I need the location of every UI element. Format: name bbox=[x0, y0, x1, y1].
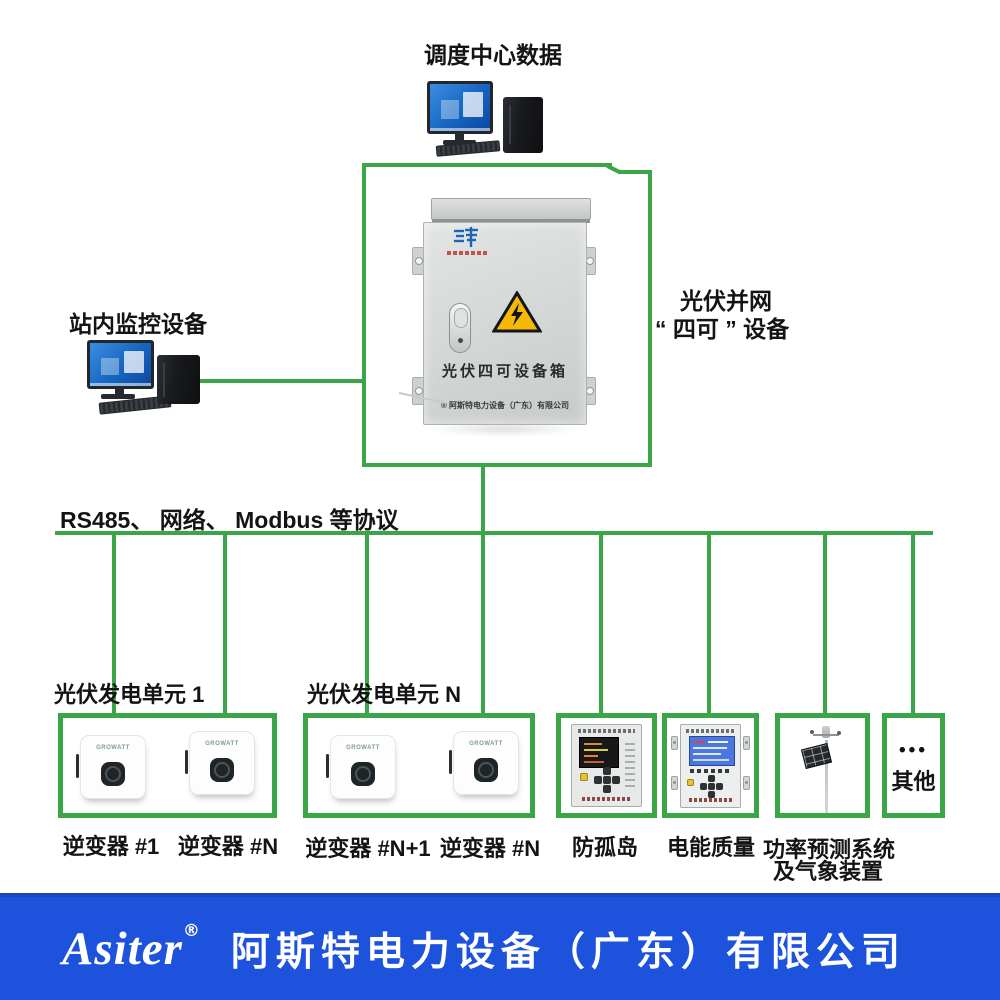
drop-line-inverter1 bbox=[112, 533, 116, 713]
monitor-base bbox=[101, 394, 135, 399]
bus-line bbox=[55, 531, 933, 535]
drop-line-inverter2 bbox=[223, 533, 227, 713]
drop-line-inverter3 bbox=[365, 533, 369, 713]
cabinet-frame-left bbox=[362, 163, 366, 467]
warning-triangle-icon bbox=[492, 291, 542, 333]
monitor-icon bbox=[87, 340, 154, 389]
registered-mark: ® bbox=[182, 921, 201, 941]
ellipsis-dots: ••• bbox=[899, 740, 928, 761]
others-box: ••• 其他 bbox=[882, 713, 945, 818]
drop-line-power-quality bbox=[707, 533, 711, 713]
brand-logo-text: Asiter® bbox=[62, 921, 201, 975]
protocol-label: RS485、 网络、 Modbus 等协议 bbox=[60, 507, 399, 533]
power-forecast-label-line2: 及气象装置 bbox=[772, 859, 884, 884]
inverter-dial bbox=[351, 762, 375, 786]
inverter-dial bbox=[210, 758, 234, 782]
cabinet-frame-top bbox=[362, 163, 612, 167]
inverter-dial bbox=[101, 762, 125, 786]
monitor-screen bbox=[90, 343, 151, 386]
rain-gauge-sensor bbox=[822, 726, 830, 738]
cabinet-roof bbox=[431, 198, 591, 223]
station-to-cabinet-line bbox=[200, 379, 362, 383]
cabinet-frame-right bbox=[648, 170, 652, 467]
monitor-icon bbox=[427, 81, 493, 134]
dispatch-center-label: 调度中心数据 bbox=[424, 42, 562, 68]
lock-handle-icon bbox=[449, 303, 471, 353]
drop-line-anti-islanding bbox=[599, 533, 603, 713]
pv-unit-1-label: 光伏发电单元 1 bbox=[54, 682, 205, 707]
others-label: 其他 bbox=[891, 769, 936, 794]
cabinet-shadow bbox=[428, 422, 580, 436]
relay-confirm-button bbox=[580, 773, 588, 781]
logo-caption-red-text bbox=[447, 251, 487, 255]
cabinet-plate-title: 光伏四可设备箱 bbox=[441, 363, 569, 380]
anti-islanding-box bbox=[556, 713, 657, 818]
power-quality-label: 电能质量 bbox=[666, 835, 756, 860]
inverter-1-label: 逆变器 #1 bbox=[62, 834, 160, 859]
monitor-stand bbox=[455, 133, 464, 141]
pc-tower-icon bbox=[157, 355, 200, 404]
inverter-device: GROWATT bbox=[185, 731, 255, 795]
inverter-device: GROWATT bbox=[326, 735, 396, 799]
power-quality-device bbox=[680, 724, 741, 808]
weather-pole bbox=[825, 740, 828, 813]
monitor-screen bbox=[430, 84, 490, 131]
cabinet-to-bus-line bbox=[481, 466, 485, 533]
drop-line-inverter4 bbox=[481, 533, 485, 713]
inverter-n-label: 逆变器 #N bbox=[177, 834, 279, 859]
cabinet-plate-company: ® 阿斯特电力设备（广东）有限公司 bbox=[440, 401, 570, 410]
inverter-n2-label: 逆变器 #N bbox=[439, 836, 541, 861]
pc-tower-icon bbox=[503, 97, 543, 153]
china-southern-power-grid-logo-icon bbox=[454, 227, 478, 247]
inverter-dial bbox=[474, 758, 498, 782]
relay-screen bbox=[689, 736, 735, 766]
company-name: 阿斯特电力设备（广东）有限公司 bbox=[230, 930, 906, 974]
station-monitoring-label: 站内监控设备 bbox=[69, 311, 207, 337]
inverter-n1-label: 逆变器 #N+1 bbox=[305, 836, 431, 861]
protection-relay-device bbox=[571, 724, 642, 807]
company-banner: Asiter® 阿斯特电力设备（广东）有限公司 bbox=[0, 893, 1000, 1000]
power-forecast-box bbox=[775, 713, 870, 818]
drop-line-forecast bbox=[823, 533, 827, 713]
pv-unit-n-label: 光伏发电单元 N bbox=[307, 682, 462, 707]
anti-islanding-label: 防孤岛 bbox=[571, 835, 639, 860]
power-forecast-label-line1: 功率预测系统 bbox=[762, 837, 896, 862]
cabinet-frame-bottom bbox=[362, 463, 652, 467]
inverter-device: GROWATT bbox=[449, 731, 519, 795]
monitor-stand bbox=[115, 388, 124, 395]
drop-line-others bbox=[911, 533, 915, 713]
relay-screen bbox=[579, 737, 619, 768]
cabinet-frame-top2 bbox=[619, 170, 652, 174]
inverter-device: GROWATT bbox=[76, 735, 146, 799]
power-quality-box bbox=[662, 713, 759, 818]
monitor-base bbox=[443, 140, 476, 145]
